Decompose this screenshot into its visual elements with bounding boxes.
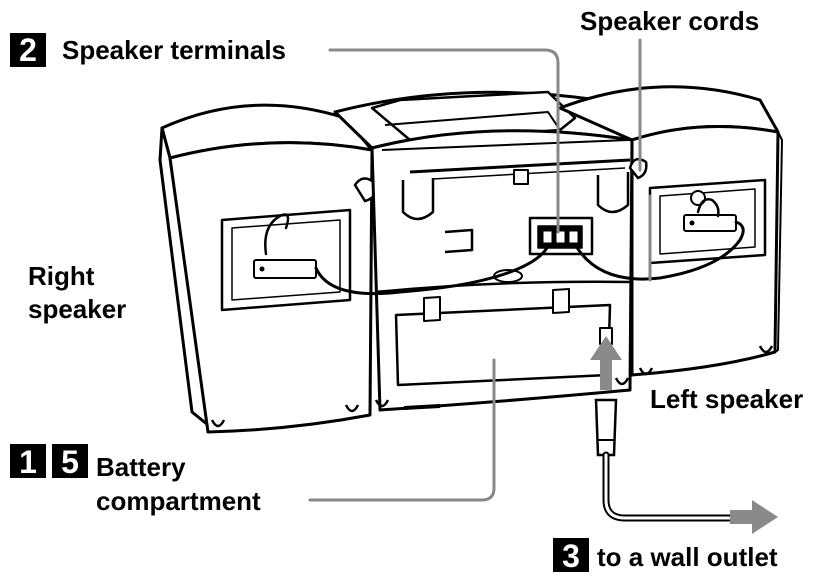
left-speaker-label: Left speaker bbox=[650, 384, 803, 414]
step-2-badge: 2 bbox=[10, 32, 46, 68]
right-speaker-label-line1: Right bbox=[28, 261, 95, 291]
battery-compartment-leader bbox=[308, 358, 496, 502]
right-speaker-label-line2: speaker bbox=[28, 294, 126, 324]
wall-outlet-arrow bbox=[730, 500, 778, 534]
wall-outlet-label: to a wall outlet bbox=[597, 542, 778, 572]
ac-plug bbox=[594, 398, 618, 457]
power-cord bbox=[590, 336, 778, 534]
step-5-badge: 5 bbox=[52, 444, 88, 480]
plug-in-arrow bbox=[590, 336, 622, 390]
step-number: 3 bbox=[562, 538, 580, 574]
main-unit-cylinder-left bbox=[401, 178, 435, 221]
step-number: 5 bbox=[61, 444, 79, 480]
right-speaker-cord-loop bbox=[264, 213, 290, 256]
step-number: 2 bbox=[19, 32, 37, 68]
main-unit bbox=[333, 90, 634, 412]
left-speaker-cord-loop bbox=[696, 198, 720, 218]
right-speaker-unit bbox=[158, 103, 374, 434]
speaker-terminals-leader bbox=[328, 48, 560, 234]
main-unit-cylinder-right bbox=[596, 172, 630, 214]
right-speaker-cord bbox=[314, 244, 550, 296]
step-1-badge: 1 bbox=[10, 444, 46, 480]
left-speaker-unit bbox=[558, 85, 783, 377]
speaker-terminals-label: Speaker terminals bbox=[62, 35, 286, 65]
speaker-cords-label: Speaker cords bbox=[580, 6, 759, 36]
step-number: 1 bbox=[19, 444, 37, 480]
battery-label-line2: compartment bbox=[96, 486, 261, 516]
battery-label-line1: Battery bbox=[96, 452, 186, 482]
left-speaker-cord bbox=[574, 220, 745, 281]
speaker-cords bbox=[264, 198, 745, 296]
step-3-badge: 3 bbox=[553, 538, 589, 574]
